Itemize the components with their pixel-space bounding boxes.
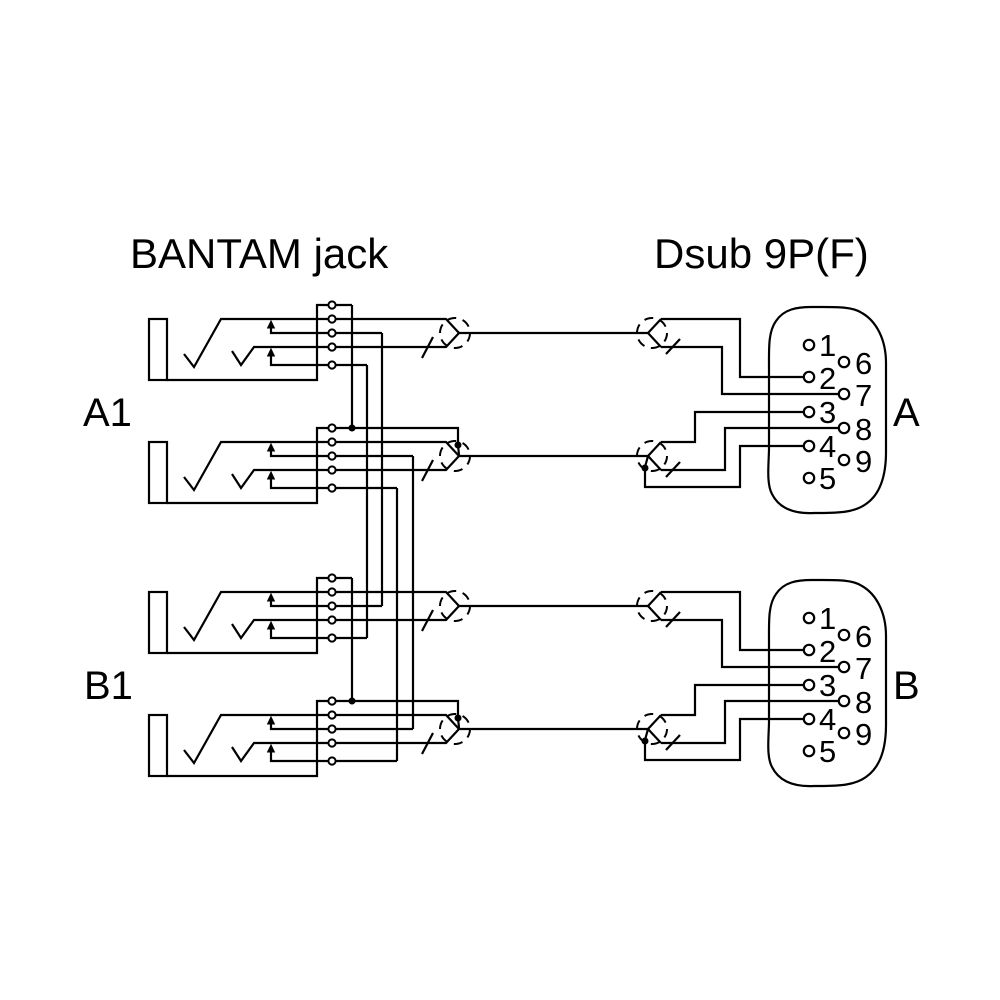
- dsub-b-pin-labels: 1 2 3 4 5 6 7 8 9: [819, 601, 872, 769]
- dsub-title: Dsub 9P(F): [654, 230, 869, 277]
- pin-label-b3: 3: [819, 668, 836, 703]
- bantam-jack-title: BANTAM jack: [130, 230, 389, 277]
- pin-label-a5: 5: [819, 461, 836, 496]
- pin-label-b7: 7: [855, 651, 872, 686]
- pin-label-b6: 6: [855, 619, 872, 654]
- bantam-jack-b1-lower: [147, 696, 472, 778]
- wires-dsub-a: [641, 317, 838, 489]
- pin-label-b8: 8: [855, 685, 872, 720]
- cable-shield-b1: [635, 589, 682, 629]
- connector-a-label: A: [893, 391, 920, 435]
- bantam-jack-a1-upper: [147, 300, 472, 382]
- pin-label-b1: 1: [819, 601, 836, 636]
- pin-label-b9: 9: [855, 717, 872, 752]
- pin-label-a1: 1: [819, 328, 836, 363]
- pin-label-a8: 8: [855, 412, 872, 447]
- bantam-jack-a1-lower: [147, 423, 472, 505]
- cable-runs: [459, 331, 648, 731]
- pin-label-a6: 6: [855, 346, 872, 381]
- bantam-jack-b1-upper: [147, 573, 472, 655]
- connector-b-label: B: [893, 664, 920, 708]
- cable-shield-b2: [635, 712, 682, 752]
- pin-label-a7: 7: [855, 378, 872, 413]
- normalling-wires: [348, 305, 462, 763]
- pin-label-b4: 4: [819, 702, 836, 737]
- dsub-a-pin-labels: 1 2 3 4 5 6 7 8 9: [819, 328, 872, 496]
- jack-row-b1-label: B1: [84, 664, 133, 708]
- cable-shield-a1: [635, 316, 682, 356]
- pin-label-b5: 5: [819, 734, 836, 769]
- cable-shield-a2: [635, 439, 682, 479]
- wires-dsub-b: [641, 590, 838, 762]
- pin-label-a2: 2: [819, 361, 836, 396]
- pin-label-a9: 9: [855, 444, 872, 479]
- pin-label-a3: 3: [819, 395, 836, 430]
- jack-row-a1-label: A1: [83, 391, 132, 435]
- pin-label-a4: 4: [819, 429, 836, 464]
- pin-label-b2: 2: [819, 634, 836, 669]
